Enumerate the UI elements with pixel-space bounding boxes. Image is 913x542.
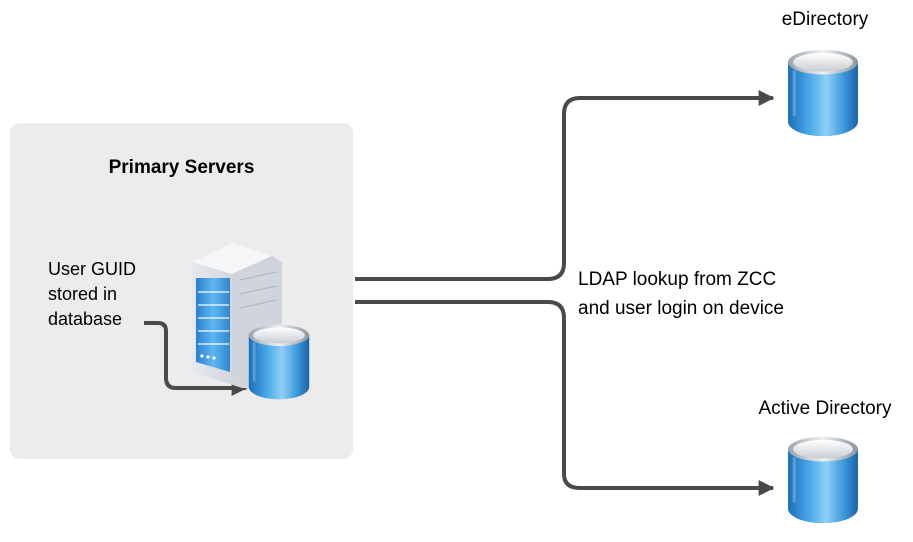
ldap-note-line-2: and user login on device [578, 298, 784, 319]
active-directory-label: Active Directory [758, 398, 892, 419]
active-directory-database-icon [786, 434, 860, 526]
guid-note-line-2: stored in [48, 284, 118, 304]
edirectory-database-icon [786, 47, 860, 139]
guid-storage-note: User GUID stored in database [48, 257, 136, 332]
connector-to-edirectory [355, 90, 775, 281]
ldap-note-line-1: LDAP lookup from ZCC [578, 269, 777, 290]
ldap-lookup-note: LDAP lookup from ZCC and user login on d… [578, 265, 784, 323]
edirectory-label: eDirectory [781, 9, 869, 30]
primary-database-icon [247, 323, 311, 401]
primary-servers-title: Primary Servers [108, 157, 255, 178]
connector-guid-to-database [144, 321, 248, 396]
guid-note-line-1: User GUID [48, 259, 137, 279]
guid-note-line-3: database [48, 309, 123, 329]
connector-to-active-directory [355, 300, 775, 496]
